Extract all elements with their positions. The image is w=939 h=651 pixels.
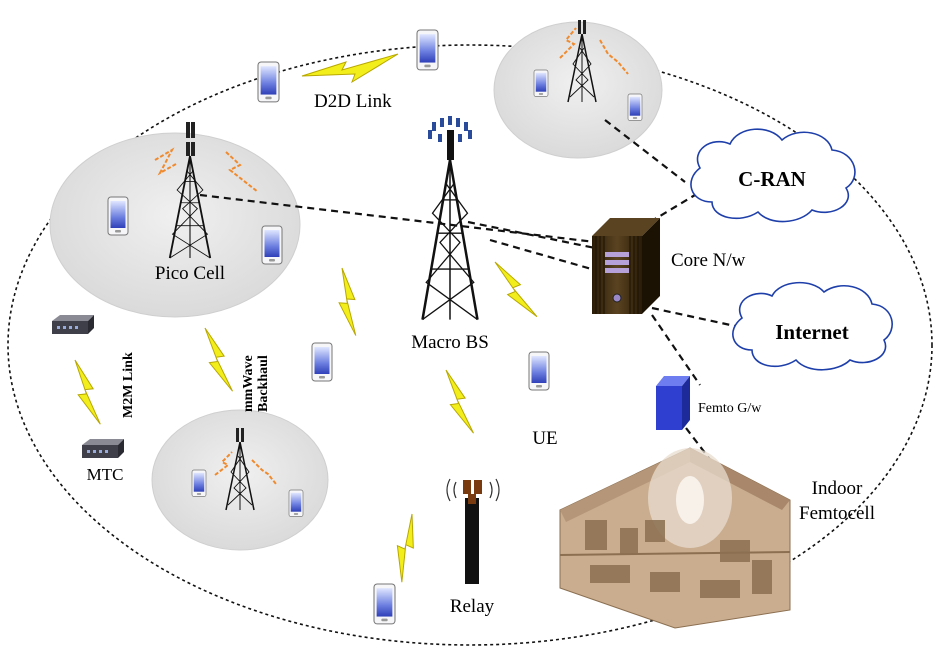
d2d-lightning-icon bbox=[301, 53, 399, 84]
m2m-device-top-icon bbox=[52, 315, 94, 334]
d2d-phone-left-icon bbox=[257, 61, 280, 103]
relay-lightning-icon bbox=[374, 513, 440, 583]
mmwave-label: mmWave bbox=[241, 355, 256, 412]
c-ran-phone-left-icon bbox=[533, 69, 549, 97]
relay-phone-icon bbox=[373, 583, 396, 625]
d2d-phone-right-icon bbox=[416, 29, 439, 71]
macro-bs-tower-icon bbox=[421, 116, 479, 321]
ue-label: UE bbox=[532, 428, 557, 449]
macro-to-relay-lightning-icon bbox=[439, 369, 481, 434]
indoor-femtocell-house-icon bbox=[559, 447, 791, 629]
relay-label: Relay bbox=[450, 596, 495, 617]
small-cell-phone-right-icon bbox=[288, 489, 304, 517]
mtc-device-icon bbox=[82, 439, 124, 458]
relay-antenna-icon bbox=[446, 478, 500, 584]
backhaul-label: Backhaul bbox=[256, 355, 271, 412]
mtc-label: MTC bbox=[87, 465, 124, 484]
m2m-link-label: M2M Link bbox=[121, 352, 136, 418]
small-cell-phone-left-icon bbox=[191, 469, 207, 497]
m2m-lightning-icon bbox=[66, 359, 110, 425]
internet-label: Internet bbox=[775, 320, 848, 344]
backhaul-lines bbox=[199, 119, 736, 471]
c-ran-cloud-icon bbox=[690, 128, 856, 223]
macro-bs-label: Macro BS bbox=[411, 332, 489, 353]
c-ran-label: C-RAN bbox=[738, 167, 806, 191]
indoor-femtocell-label-line1: Indoor bbox=[812, 478, 863, 499]
indoor-femtocell-label-line2: Femtocell bbox=[799, 503, 875, 524]
pico-phone-right-icon bbox=[261, 225, 283, 265]
mmwave-lightning-icon bbox=[198, 327, 240, 392]
core-server-icon bbox=[592, 218, 660, 314]
d2d-link-label: D2D Link bbox=[314, 91, 392, 112]
c-ran-signal-icon bbox=[559, 27, 629, 75]
macro-to-ue-right-lightning-icon bbox=[494, 256, 538, 322]
macro-to-ue-lightning-icon bbox=[322, 267, 375, 337]
pico-cell-label: Pico Cell bbox=[155, 263, 225, 284]
pico-phone-left-icon bbox=[107, 196, 129, 236]
pico-cell-area bbox=[49, 132, 301, 318]
ue-phone-icon bbox=[528, 351, 550, 391]
internet-cloud-icon bbox=[732, 281, 893, 371]
core-nw-label: Core N/w bbox=[671, 250, 746, 271]
small-cell-signal-icon bbox=[214, 451, 277, 485]
c-ran-phone-right-icon bbox=[627, 93, 643, 121]
pico-signal-icon bbox=[154, 147, 259, 193]
femto-gw-label: Femto G/w bbox=[698, 401, 762, 416]
macro-coverage-boundary bbox=[7, 44, 933, 646]
macro-ue-left-phone-icon bbox=[311, 342, 333, 382]
pico-tower-icon bbox=[168, 122, 212, 259]
femto-gateway-icon bbox=[656, 376, 690, 430]
